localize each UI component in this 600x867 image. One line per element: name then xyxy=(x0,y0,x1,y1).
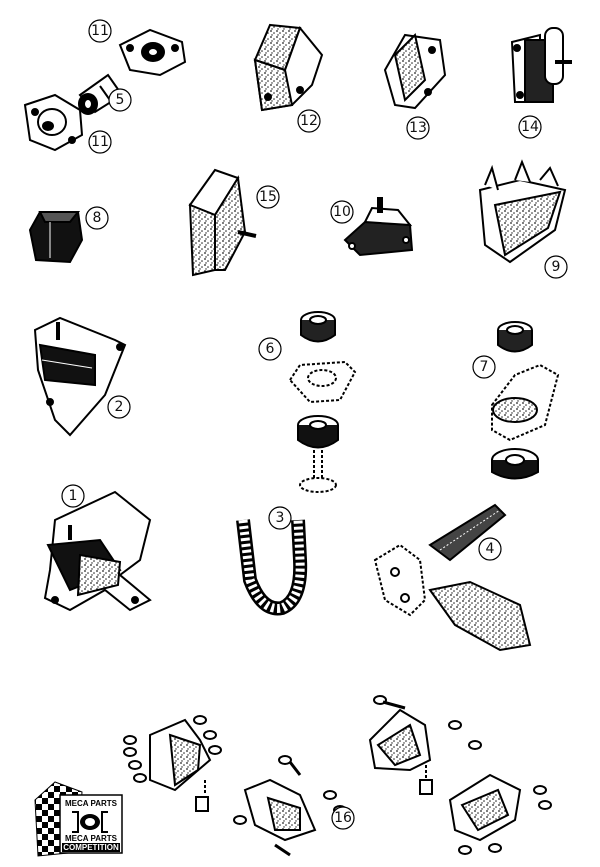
callout-10: 10 xyxy=(333,204,351,220)
bracket-4-drawing xyxy=(373,503,532,652)
mount-14-drawing xyxy=(510,27,572,103)
mount-7-drawing xyxy=(491,321,560,480)
mount-bracket-11-upper-drawing xyxy=(118,28,187,77)
mount-12-drawing xyxy=(253,23,324,112)
callout-11-lower: 11 xyxy=(91,134,109,150)
mount-bracket-11-lower-drawing xyxy=(23,93,84,152)
mount-2-drawing xyxy=(33,316,127,437)
strap-3-drawing xyxy=(236,519,308,616)
mount-1-drawing xyxy=(43,490,152,612)
callout-8: 8 xyxy=(93,210,102,226)
callout-3: 3 xyxy=(276,510,285,526)
callout-7: 7 xyxy=(480,359,489,375)
callout-2: 2 xyxy=(115,399,124,415)
callout-13: 13 xyxy=(409,120,427,136)
callout-1: 1 xyxy=(69,488,78,504)
callout-5: 5 xyxy=(116,92,125,108)
callout-16: 16 xyxy=(334,810,352,826)
mount-6-drawing xyxy=(288,311,357,493)
callout-14: 14 xyxy=(521,119,539,135)
meca-parts-logo: MECA PARTS MECA PARTS COMPETITION xyxy=(34,781,123,857)
logo-text-bottom: COMPETITION xyxy=(63,843,119,852)
callout-12: 12 xyxy=(300,113,318,129)
callout-15: 15 xyxy=(259,189,277,205)
callout-4: 4 xyxy=(486,541,495,557)
callout-6: 6 xyxy=(266,341,275,357)
mount-15-drawing xyxy=(188,168,257,277)
callout-11-upper: 11 xyxy=(91,23,109,39)
logo-text-middle: MECA PARTS xyxy=(65,834,118,843)
mount-10-drawing xyxy=(343,197,414,257)
mount-13-drawing xyxy=(383,33,447,110)
bracket-kit-16-drawing xyxy=(123,695,552,857)
logo-text-top: MECA PARTS xyxy=(65,799,118,808)
callout-9: 9 xyxy=(552,259,561,275)
mount-8-drawing xyxy=(28,211,84,264)
mount-9-drawing xyxy=(478,159,567,264)
